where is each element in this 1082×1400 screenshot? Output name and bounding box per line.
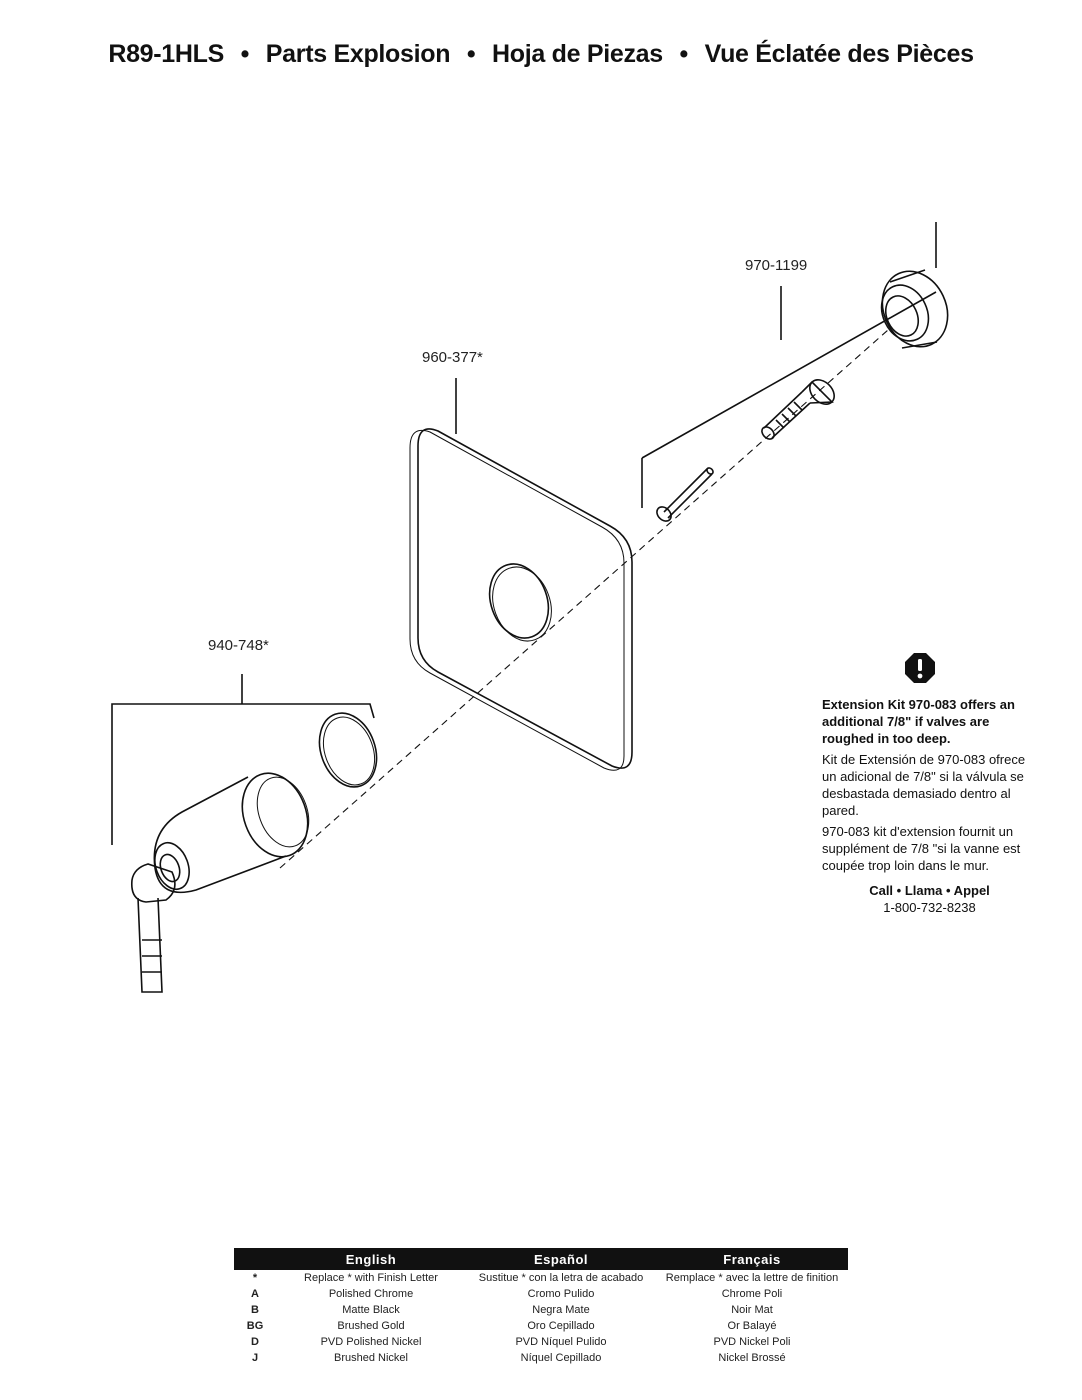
label-940-748: 940-748* [208, 637, 269, 654]
table-header-row: English Español Français [234, 1248, 848, 1270]
finish-english: PVD Polished Nickel [320, 1336, 422, 1348]
handle-assembly [130, 772, 310, 993]
trim-ring [880, 269, 949, 349]
title-separator: • [240, 40, 250, 68]
page-title: R89-1HLS • Parts Explosion • Hoja de Pie… [0, 40, 1082, 69]
label-960-377: 960-377* [422, 349, 483, 366]
header-french: Français [656, 1248, 848, 1270]
finish-french: Chrome Poli [721, 1288, 783, 1300]
label-970-1199: 970-1199 [745, 257, 807, 274]
finish-english: Brushed Gold [337, 1320, 405, 1332]
title-separator: • [679, 40, 689, 68]
finish-spanish: Níquel Cepillado [520, 1352, 602, 1364]
phone-number: 1-800-732-8238 [883, 900, 976, 915]
finish-spanish: Oro Cepillado [527, 1320, 595, 1332]
call-info: Call • Llama • Appel 1-800-732-8238 [822, 882, 1037, 916]
finish-spanish: Negra Mate [532, 1304, 590, 1316]
finish-english: Polished Chrome [328, 1288, 414, 1300]
note-english: Extension Kit 970-083 offers an addition… [822, 697, 1015, 746]
note-spanish: Kit de Extensión de 970-083 ofrece un ad… [822, 752, 1026, 818]
model-number: R89-1HLS [108, 40, 225, 68]
finish-code: * [252, 1272, 258, 1284]
table-row: J Brushed Nickel Níquel Cepillado Nickel… [234, 1350, 848, 1366]
table-row: B Matte Black Negra Mate Noir Mat [234, 1302, 848, 1318]
assembly-axis [279, 329, 889, 869]
extension-kit-note: Extension Kit 970-083 offers an addition… [822, 652, 1037, 916]
finish-french: Or Balayé [727, 1320, 777, 1332]
finish-french: PVD Nickel Poli [713, 1336, 791, 1348]
finish-english: Brushed Nickel [334, 1352, 408, 1364]
finish-spanish: Cromo Pulido [527, 1288, 595, 1300]
header-spanish: Español [466, 1248, 656, 1270]
finish-code: A [251, 1288, 259, 1300]
title-separator: • [466, 40, 476, 68]
finish-spanish: Sustitue * con la letra de acabado [478, 1272, 644, 1284]
table-row: BG Brushed Gold Oro Cepillado Or Balayé [234, 1318, 848, 1334]
o-ring [318, 712, 378, 788]
finish-table: English Español Français * Replace * wit… [234, 1248, 848, 1366]
title-french: Vue Éclatée des Pièces [704, 40, 974, 68]
finish-spanish: PVD Níquel Pulido [515, 1336, 607, 1348]
title-english: Parts Explosion [265, 40, 451, 68]
header-english: English [276, 1248, 466, 1270]
escutcheon-plate [409, 378, 633, 771]
header-code [234, 1248, 276, 1270]
table-row: * Replace * with Finish Letter Sustitue … [234, 1270, 848, 1286]
call-label: Call • Llama • Appel [869, 883, 990, 898]
finish-code: J [251, 1352, 259, 1364]
exclamation-octagon-icon [905, 653, 935, 683]
finish-french: Nickel Brossé [718, 1352, 786, 1364]
note-french: 970-083 kit d'extension fournit un suppl… [822, 824, 1021, 873]
finish-code: B [251, 1304, 259, 1316]
title-spanish: Hoja de Piezas [492, 40, 663, 68]
table-row: A Polished Chrome Cromo Pulido Chrome Po… [234, 1286, 848, 1302]
bracket-940-748 [111, 674, 375, 845]
finish-code: D [251, 1336, 259, 1348]
finish-french: Remplace * avec la lettre de finition [665, 1272, 839, 1284]
finish-english: Matte Black [342, 1304, 400, 1316]
finish-french: Noir Mat [731, 1304, 773, 1316]
finish-code: BG [246, 1320, 264, 1332]
finish-english: Replace * with Finish Letter [304, 1272, 438, 1284]
table-row: D PVD Polished Nickel PVD Níquel Pulido … [234, 1334, 848, 1350]
parts-explosion-diagram: 970-1199 960-377* 940-748* [111, 222, 949, 993]
mounting-screw [656, 467, 714, 522]
sleeve-screw [761, 379, 835, 440]
